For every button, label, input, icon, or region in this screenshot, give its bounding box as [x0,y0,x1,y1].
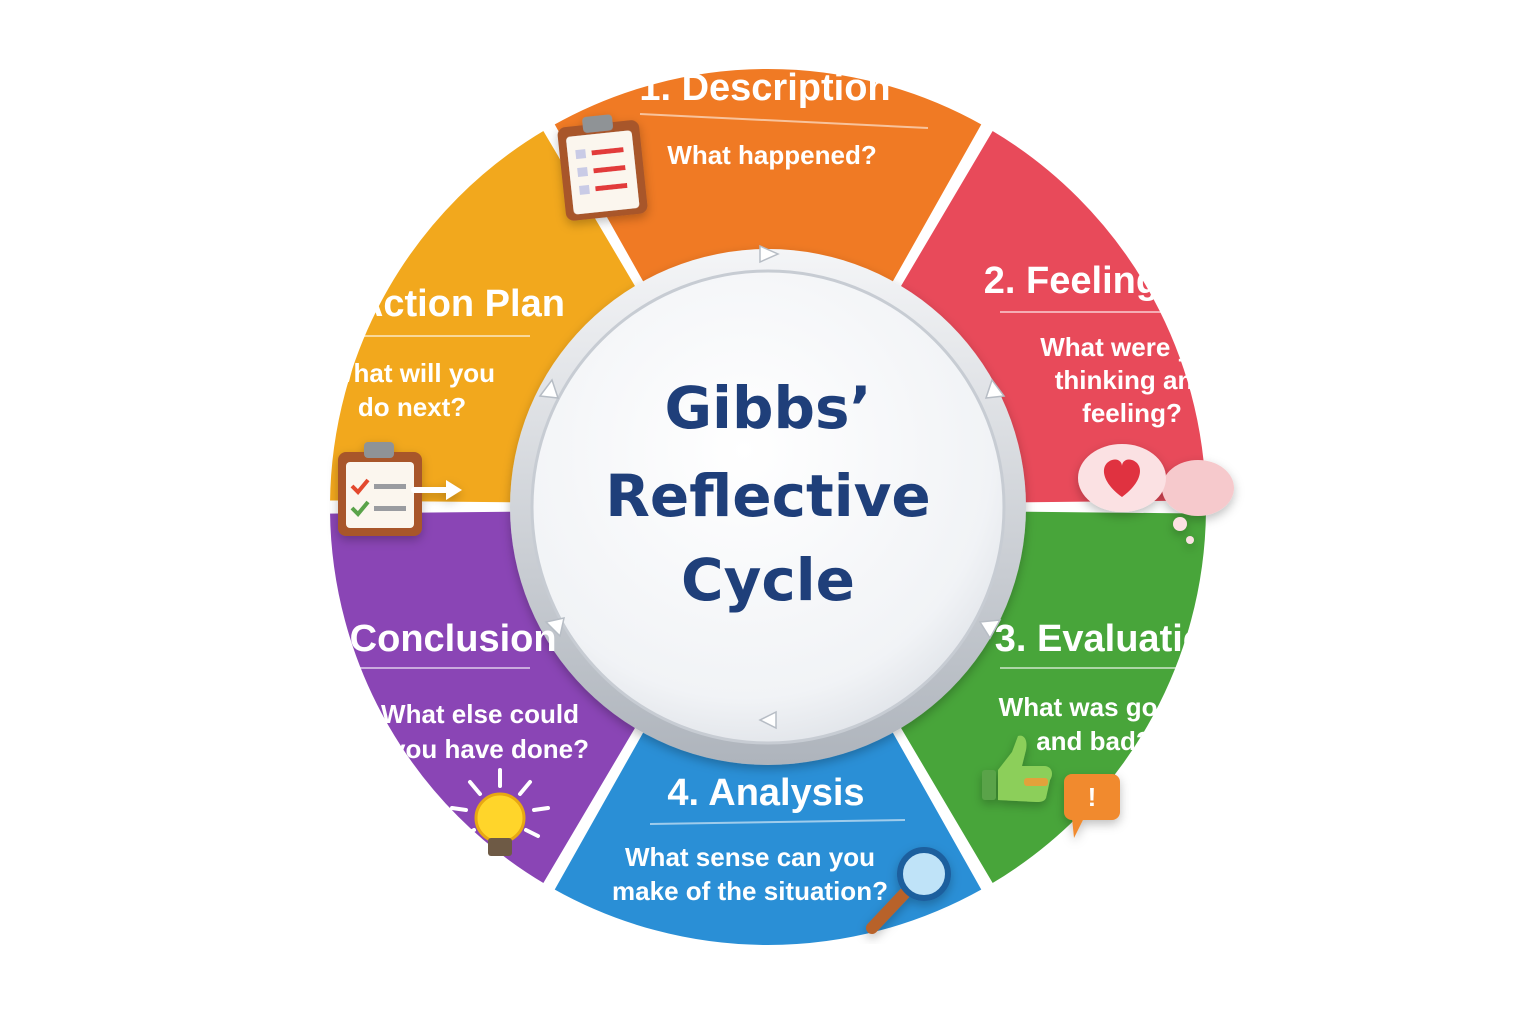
magnifying-glass-icon [866,847,951,934]
stage-title: 6. Action Plan [315,283,565,325]
center-title-line-3: Cycle [681,546,855,614]
stage-question-line: What was good [999,692,1190,722]
stage-question-line: do next? [358,392,466,422]
arrow-icon [544,617,565,638]
divider-description [639,113,929,129]
stage-feelings: 2. Feelings What were you thinking and f… [984,260,1224,428]
stage-question-line: make of the situation? [612,876,888,906]
thumbs-up-down-icon: ! [982,735,1120,838]
arrow-icon [759,244,780,264]
stage-question-line: feeling? [1082,398,1182,428]
stage-evaluation: 3. Evaluation What was good and bad? [995,618,1229,756]
arrow-icon [978,619,1002,640]
stage-title: 5. Conclusion [307,618,556,660]
stage-title: 1. Description [639,67,890,109]
arrow-icon [984,378,1006,399]
heart-thought-bubble-icon [1078,444,1234,544]
stage-conclusion: 5. Conclusion What else could you have d… [307,618,589,764]
checklist-arrow-icon [338,442,462,536]
center-circle [530,269,1006,745]
arrow-icon [758,710,777,730]
stage-question-line: you have done? [391,734,589,764]
center-title-line-1: Gibbs’ [664,374,871,442]
stage-title: 2. Feelings [984,260,1180,302]
title-dividers [336,113,1212,825]
stage-title: 4. Analysis [667,772,864,814]
clipboard-list-icon [557,114,648,221]
cycle-arrows [538,244,1006,730]
stage-action-plan: 6. Action Plan What will you do next? [315,283,565,422]
divider-analysis [649,819,906,825]
stage-title: 3. Evaluation [995,618,1229,660]
stage-question-line: What happened? [667,140,876,170]
stage-question-line: What sense can you [625,842,875,872]
stage-question-line: thinking and [1055,365,1210,395]
lightbulb-icon [450,768,550,856]
center-title: Gibbs’ Reflective Cycle [605,374,930,614]
stage-question-line: What were you [1040,332,1223,362]
stage-question-line: What will you [329,358,495,388]
stage-question-line: What else could [381,699,579,729]
svg-text:!: ! [1088,782,1097,812]
center-hub [510,249,1026,765]
center-title-line-2: Reflective [605,462,930,530]
arrow-icon [538,378,560,399]
stage-question-line: and bad? [1036,726,1152,756]
stage-description: 1. Description What happened? [639,67,890,170]
stage-analysis: 4. Analysis What sense can you make of t… [612,772,888,906]
